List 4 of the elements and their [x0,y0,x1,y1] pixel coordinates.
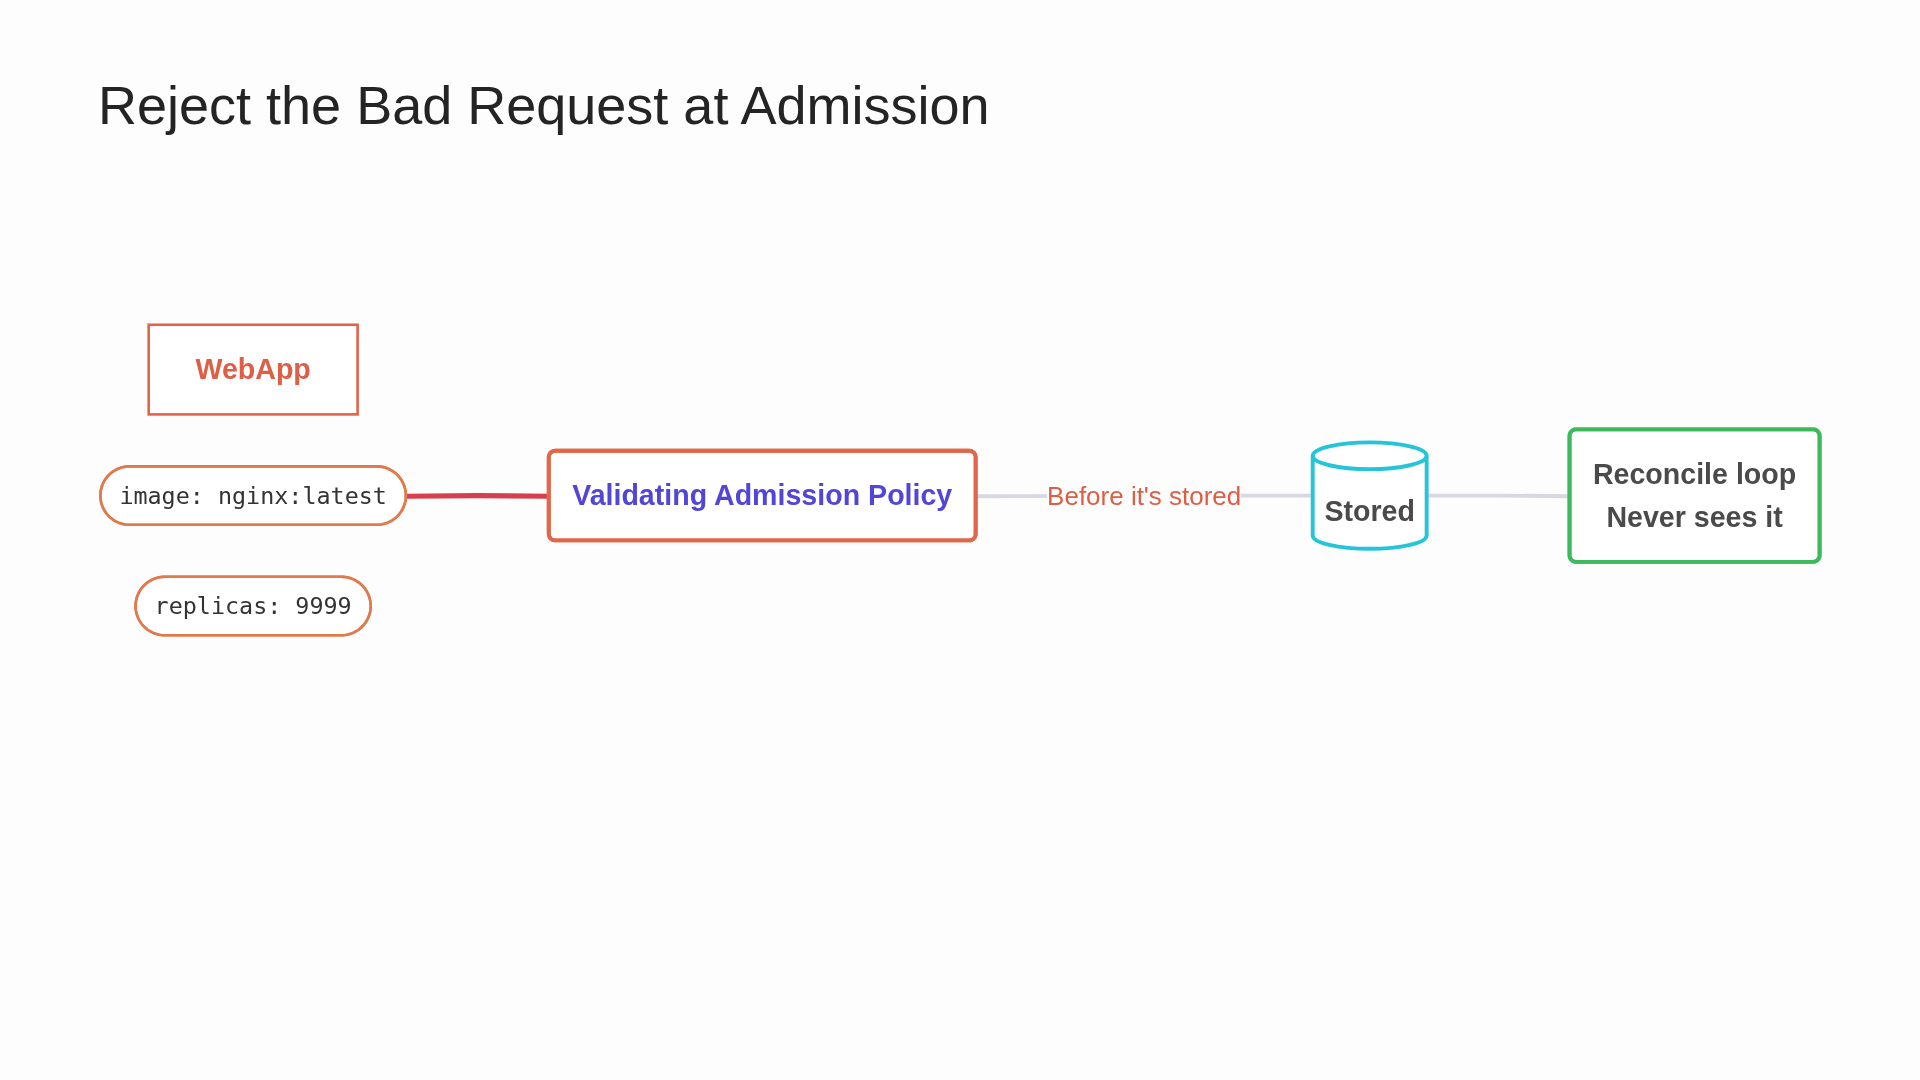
edge-label: Before it's stored [1047,481,1242,510]
connector [406,493,550,499]
title: Reject the Bad Request at Admission [98,74,990,136]
node-box: WebApp [147,323,359,416]
